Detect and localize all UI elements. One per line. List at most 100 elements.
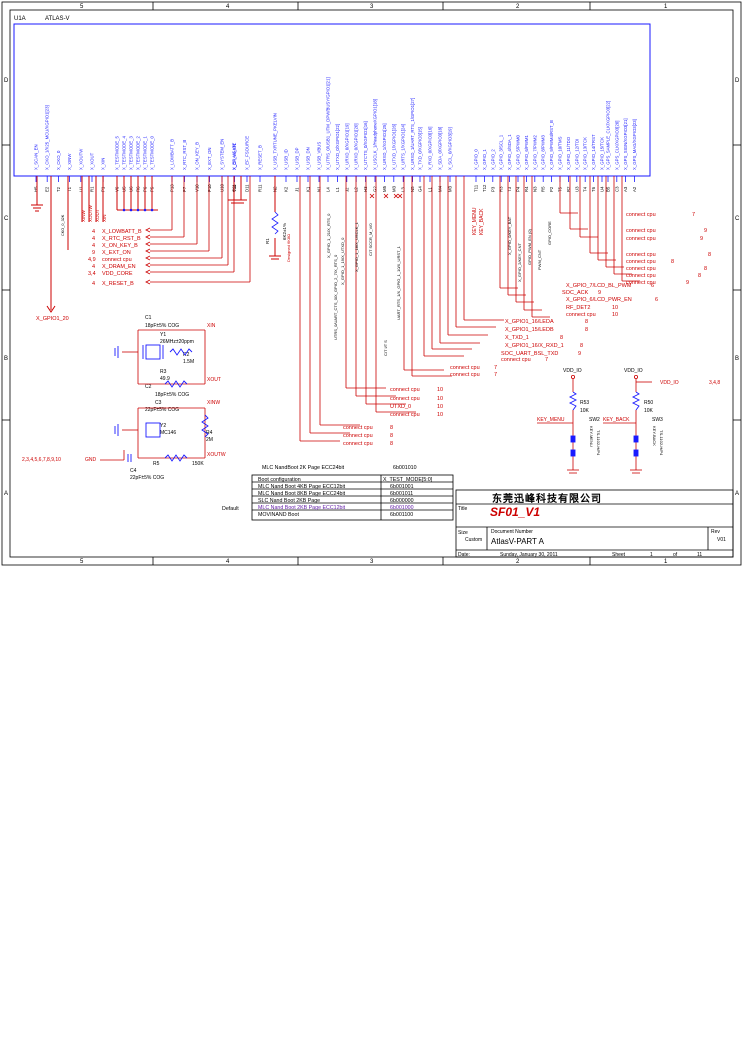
pin-name: X_UTCTS_0/XGPIO1[16] xyxy=(363,121,368,170)
col-number: 5 xyxy=(80,4,84,10)
uart-net: UART_RTS_1/X_GPIO_1_10/X_URST_1 xyxy=(396,245,401,320)
signal-label: X_DRAM_EN xyxy=(102,264,136,270)
signal-sheet: 4 xyxy=(92,229,95,235)
docnum-label: Document Number xyxy=(491,529,533,535)
gpio-vertical: GPIO_CORE xyxy=(547,221,552,245)
right-gpio-label: SOC_ACK xyxy=(562,290,589,296)
connect-label: connect cpu xyxy=(343,433,373,439)
pin-number: T1 xyxy=(67,186,72,192)
right-gpio-sheet: 10 xyxy=(612,312,618,318)
col-number: 2 xyxy=(516,559,520,565)
pin-number: L1 xyxy=(428,187,433,192)
y1-value: 26MHz±20ppm xyxy=(160,339,194,345)
pin-name: X_XINW xyxy=(67,153,72,170)
pin-name: X_ON_KEY_B xyxy=(195,142,200,170)
connect-label: connect cpu xyxy=(390,412,420,418)
pin-name: X_USB_ID xyxy=(284,149,289,170)
r50-ref: R50 xyxy=(644,400,653,406)
right-sheet: 7 xyxy=(692,212,695,218)
boot-default-label: Default xyxy=(222,506,239,512)
boot-row-val: 6b001100 xyxy=(390,512,413,518)
gpio-label: connect cpu xyxy=(450,372,480,378)
gpio-section: X_GPIO1_16/LEDA 8 X_GPIO1_15/LEDB 8 X_TX… xyxy=(450,207,588,378)
uart-net: X_GPIO_1_19/X_UTXD_0 xyxy=(340,237,345,285)
right-gpio-label: X_GPIO_7/LCD_BL_PWM xyxy=(566,283,632,289)
y1-ref: Y1 xyxy=(160,332,166,338)
net-xinw-label: XINW xyxy=(207,400,220,406)
pin-number: P2 xyxy=(549,186,554,192)
pin-name: X_GPS_SIGN/XGPIO3[21] xyxy=(623,118,628,170)
usb-note: Designed 6K8Ω xyxy=(286,234,291,262)
right-connect: connect cpu xyxy=(626,236,656,242)
pin-number: N5 xyxy=(410,186,415,192)
pin-name: X_USB_TXRTUNE_PKELVIN xyxy=(273,113,278,170)
boot-header-value: 6b001010 xyxy=(393,465,417,471)
gpio-label: X_GPIO1_16/LEDA xyxy=(505,319,554,325)
size-label: Size xyxy=(458,530,468,536)
col-number: 3 xyxy=(370,4,374,10)
right-sheet: 9 xyxy=(686,280,689,286)
r4-ref: R4 xyxy=(206,430,213,436)
pin-name: X_GPIO_7/PWM2 xyxy=(532,135,537,170)
pin-name: X_TXD_0/XGPIO3[15] xyxy=(418,127,423,170)
pin-number: N3 xyxy=(532,186,537,192)
signal-sheet: 4 xyxy=(92,236,95,242)
rev-label: Rev xyxy=(711,529,720,535)
right-sheet: 9 xyxy=(704,228,707,234)
vdd-label-3: VDD_IO xyxy=(660,380,679,386)
c1-value: 18pF±5% COG xyxy=(145,323,179,329)
c2-ref: C2 xyxy=(145,384,152,390)
chip-pin: X_GPIO_2P3 xyxy=(490,149,495,192)
vdd-sheets: 3,4,8 xyxy=(709,380,720,386)
r5-value: 150K xyxy=(192,461,204,467)
pin-number: P10 xyxy=(207,184,212,192)
chip-pin: X_URXD_1/UART_RTS_1/GPIO1[27]N5 xyxy=(410,98,415,192)
chip-pin: X_GPS_SAMPLE_CLK/XGPIO3[22]B5 xyxy=(606,101,611,192)
c3-ref: C3 xyxy=(155,400,162,406)
key-section: VDD_IO VDD_IO VDD_IO 3,4,8 R53 10K R50 1… xyxy=(537,368,720,474)
pin-number: T11 xyxy=(474,184,479,192)
right-gpio-sheet: 6 xyxy=(651,283,654,289)
pin-number: K2 xyxy=(284,186,289,192)
pin-name: X_GPIO_15/TCK xyxy=(600,137,605,170)
right-connect: connect cpu xyxy=(626,266,656,272)
pin-name: X_TESTMODE_4 xyxy=(122,135,127,170)
gpio-vertical: X_GPIO_0/KEY_BAT xyxy=(507,216,512,255)
pin-name: X_GPIO_12/TDI xyxy=(574,139,579,170)
pin-name: X_URXD_1/XGPIO1[25] xyxy=(382,123,387,170)
gpio-sheet: 7 xyxy=(494,365,497,371)
pin-name: X_URXD_0/XGPIO1[19] xyxy=(344,123,349,170)
signal-label: X_RTC_RST_B xyxy=(102,236,141,242)
pin-name: X_URXD_0/XGPIO1[20] xyxy=(354,123,359,170)
pin-name: X_GPS_SAMPLE_CLK/XGPIO3[22] xyxy=(606,101,611,170)
r2-value: 1.5M xyxy=(183,359,194,365)
chip-pins-left: X_SCAN_ENH5X_CKO_1/X25_MCU/XGPIO1[23]E2X… xyxy=(34,105,322,192)
crystal-section: C1 18pF±5% COG Y1 26MHz±20ppm R2 1.5M R3… xyxy=(22,315,226,481)
pin-number: D11 xyxy=(245,184,250,192)
signal-sheet: 3,4 xyxy=(88,271,96,277)
uart-net: CIT SCCR_M_V/0 xyxy=(368,223,373,256)
gpio-vertical: X_GPIO_2/KEY_CNT xyxy=(517,243,522,282)
right-gpio-label: connect cpu xyxy=(566,312,596,318)
right-gpio-sheet: 6 xyxy=(655,297,658,303)
chip-pin: X_URTS_1/XGPIO1[24]L3 xyxy=(401,124,406,192)
rev-value: V01 xyxy=(717,537,726,543)
pin-name: X_DRAM_EN xyxy=(232,144,237,170)
pin-name: X_GPIO_3/SCL_1 xyxy=(499,134,504,170)
pin-name: X_EXT_ON xyxy=(207,148,212,170)
right-connect: connect cpu xyxy=(626,228,656,234)
sw2-name: KEY-MENU xyxy=(589,426,594,447)
pin-number: T12 xyxy=(482,184,487,192)
pin-number: H5 xyxy=(34,186,39,192)
total-sheets: 11 xyxy=(697,552,702,558)
pin-number: T2 xyxy=(56,186,61,192)
pin-number: L3 xyxy=(401,187,406,192)
net-gpio1-20: X_GPIO1_20 xyxy=(36,316,69,322)
net-cko: CKO_0_32K xyxy=(61,214,65,236)
gpio-label: connect cpu xyxy=(450,365,480,371)
